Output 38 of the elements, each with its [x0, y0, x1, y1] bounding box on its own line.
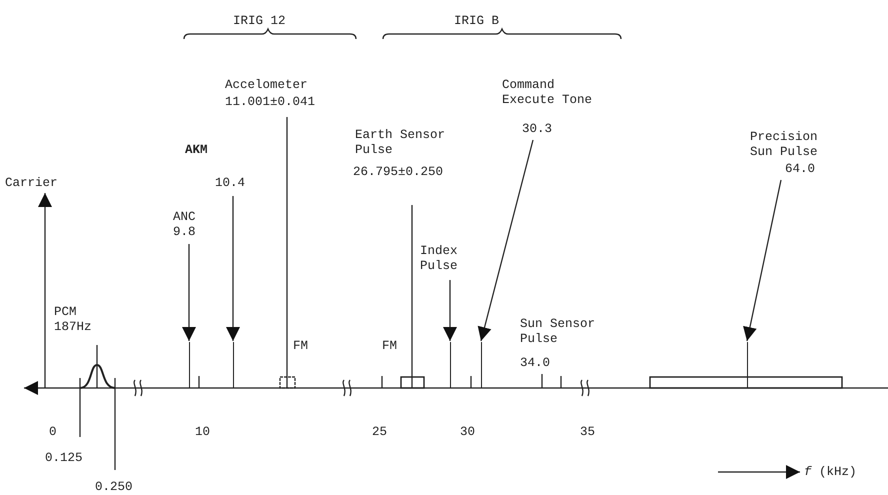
arrow: [478, 140, 534, 342]
signal-label: Index Pulse: [420, 244, 459, 274]
axis-tick-label: 30: [460, 425, 476, 440]
brace-label: IRIG B: [454, 14, 500, 29]
frequency-value: 34.0: [520, 356, 550, 371]
spectral-line: [450, 342, 451, 388]
axis-title: f (kHz): [804, 465, 857, 480]
brace-label: IRIG 12: [233, 14, 286, 29]
modulation-label: FM: [382, 339, 398, 354]
dimension-label: 0.250: [95, 480, 133, 495]
signal-label: Precision Sun Pulse: [750, 130, 819, 160]
arrow: [226, 196, 240, 341]
arrow: [443, 280, 457, 341]
dimension-label: 0.125: [45, 451, 83, 466]
spectral-line: [747, 342, 748, 388]
axis-tick-label: 25: [372, 425, 388, 440]
signal-label: Accelometer: [225, 78, 308, 93]
frequency-value: 11.001±0.041: [225, 95, 316, 110]
frequency-value: 30.3: [522, 122, 552, 137]
axis-tick-label: 35: [580, 425, 596, 440]
signal-label: PCM 187Hz: [54, 305, 93, 335]
frequency-value: 26.795±0.250: [353, 165, 444, 180]
signal-label: ANC 9.8: [173, 210, 197, 240]
signal-label: Earth Sensor Pulse: [355, 128, 446, 158]
arrow: [182, 244, 196, 341]
spectral-line: [481, 342, 482, 388]
signal-label: Carrier: [5, 176, 58, 191]
axis-tick-label: 0: [49, 425, 57, 440]
signal-label: Command Execute Tone: [502, 78, 594, 108]
signal-label: AKM: [185, 143, 208, 158]
modulation-label: FM: [293, 339, 308, 354]
frequency-value: 64.0: [785, 162, 816, 177]
axis-tick-label: 10: [195, 425, 210, 440]
arrow: [743, 180, 782, 342]
spectral-line: [189, 342, 190, 388]
signal-label: Sun Sensor Pulse: [520, 317, 596, 347]
frequency-value: 10.4: [215, 176, 246, 191]
spectral-line: [233, 342, 234, 388]
